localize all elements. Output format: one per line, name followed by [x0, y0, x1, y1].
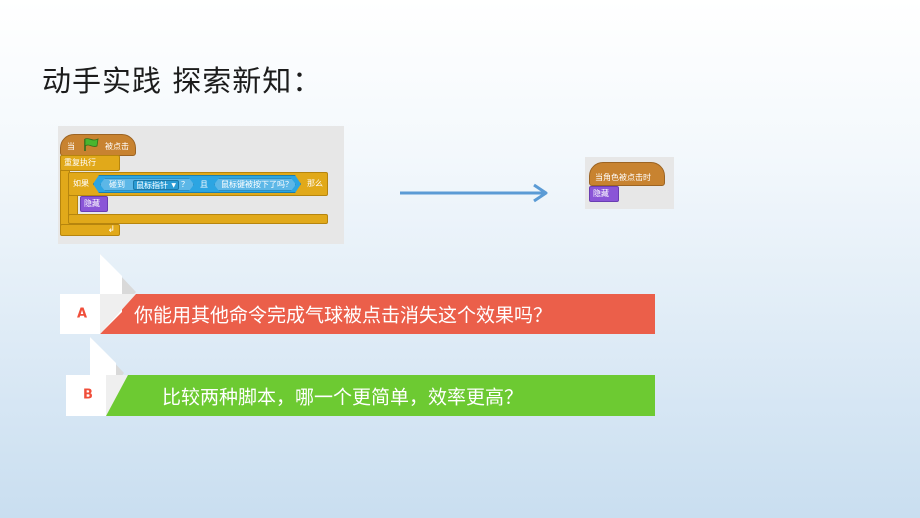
hide-label: 隐藏 — [84, 199, 100, 208]
hat-suffix-label: 被点击 — [105, 142, 129, 151]
slide-title: 动手实践 探索新知： — [42, 64, 323, 98]
mouse-down-label: 鼠标键被按下了吗？ — [221, 180, 293, 189]
hide-block[interactable]: 隐藏 — [80, 196, 108, 212]
question-bar-b: 比较两种脚本，哪一个更简单，效率更高？ — [66, 375, 655, 416]
right-arrow-icon — [400, 183, 548, 203]
and-label: 且 — [200, 180, 208, 189]
touching-label: 碰到 — [109, 180, 125, 189]
if-label: 如果 — [73, 179, 89, 188]
if-block-bottom — [68, 214, 328, 224]
mouse-down-block[interactable]: 鼠标键被按下了吗？ — [214, 178, 296, 191]
question-a-letter: A — [77, 306, 88, 322]
forever-block-bottom: ↲ — [60, 224, 120, 236]
if-block[interactable]: 如果 碰到 鼠标指针 ▼ ？ 且 鼠标键被按下了吗？ 那么 — [68, 172, 328, 196]
touching-dropdown[interactable]: 鼠标指针 ▼ — [133, 180, 179, 190]
question-b-letter: B — [83, 387, 93, 403]
then-label: 那么 — [307, 179, 323, 188]
scratch-script-panel-left: 当 被点击 重复执行 如果 碰到 鼠标指针 ▼ ？ 且 鼠标键被按下了吗？ — [58, 126, 344, 244]
green-flag-icon — [84, 138, 99, 151]
and-operator-block[interactable]: 碰到 鼠标指针 ▼ ？ 且 鼠标键被按下了吗？ — [93, 175, 301, 193]
hide-label-right: 隐藏 — [593, 189, 609, 198]
question-b-text: 比较两种脚本，哪一个更简单，效率更高？ — [162, 386, 524, 408]
when-sprite-clicked-block[interactable]: 当角色被点击时 — [589, 162, 665, 186]
scratch-script-panel-right: 当角色被点击时 隐藏 — [585, 157, 674, 209]
loop-arrow-icon: ↲ — [107, 225, 115, 235]
forever-label: 重复执行 — [64, 158, 96, 167]
touching-block[interactable]: 碰到 鼠标指针 ▼ ？ — [100, 178, 194, 191]
dropdown-arrow-icon: ▼ — [171, 182, 176, 189]
badge-a-icon — [60, 254, 136, 334]
when-flag-clicked-block[interactable]: 当 被点击 — [60, 134, 136, 156]
dropdown-value: 鼠标指针 — [136, 181, 168, 190]
badge-b-icon — [66, 337, 128, 416]
hat-prefix-label: 当 — [67, 142, 75, 151]
sprite-clicked-label: 当角色被点击时 — [595, 173, 651, 182]
forever-block[interactable]: 重复执行 — [60, 155, 120, 171]
question-a-text: 你能用其他命令完成气球被点击消失这个效果吗？ — [134, 304, 553, 327]
hide-block-right[interactable]: 隐藏 — [589, 186, 619, 202]
touching-question: ？ — [181, 180, 189, 189]
question-bar-a: 你能用其他命令完成气球被点击消失这个效果吗？ — [60, 294, 655, 334]
